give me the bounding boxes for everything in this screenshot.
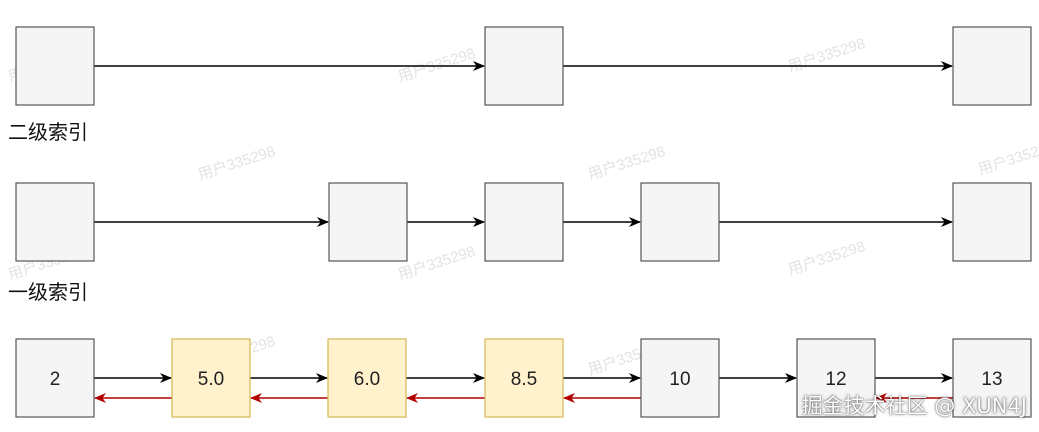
node-box bbox=[796, 338, 876, 418]
watermark-text: 用户335298 bbox=[786, 35, 867, 76]
watermark-text: 用户335298 bbox=[976, 138, 1039, 179]
node-value: 2 bbox=[50, 369, 61, 390]
level2-node bbox=[952, 26, 1032, 106]
node-value: 12 bbox=[825, 369, 846, 390]
level2-node bbox=[15, 26, 95, 106]
list-node: 10 bbox=[640, 338, 720, 418]
list-node-highlighted: 8.5 bbox=[484, 338, 564, 418]
node-value: 8.5 bbox=[511, 369, 537, 390]
level1-index-label: 一级索引 bbox=[8, 280, 88, 304]
node-box bbox=[640, 338, 720, 418]
level2-index-label: 二级索引 bbox=[8, 120, 88, 144]
list-node: 13 bbox=[952, 338, 1032, 418]
node-value: 13 bbox=[981, 369, 1002, 390]
level2-index-row bbox=[15, 26, 1032, 106]
level1-node bbox=[640, 182, 720, 262]
level1-node bbox=[328, 182, 408, 262]
list-node: 12 bbox=[796, 338, 876, 418]
node-value: 10 bbox=[669, 369, 690, 390]
node-value: 5.0 bbox=[198, 369, 224, 390]
base-list-row: 2 5.0 6.0 8.5 10 12 13 bbox=[15, 338, 1032, 418]
watermark-text: 用户335298 bbox=[786, 238, 867, 279]
node-box bbox=[484, 338, 564, 418]
level1-node bbox=[952, 182, 1032, 262]
node-box bbox=[171, 338, 251, 418]
node-box bbox=[952, 338, 1032, 418]
node-value: 6.0 bbox=[354, 369, 380, 390]
watermark-text: 用户335298 bbox=[196, 143, 277, 184]
level1-node bbox=[15, 182, 95, 262]
node-box bbox=[15, 338, 95, 418]
list-node-highlighted: 6.0 bbox=[327, 338, 407, 418]
level2-node bbox=[484, 26, 564, 106]
brand-watermark: 掘金技术社区 @ XUN4J bbox=[801, 394, 1027, 418]
list-node: 2 bbox=[15, 338, 95, 418]
node-box bbox=[327, 338, 407, 418]
list-node-highlighted: 5.0 bbox=[171, 338, 251, 418]
watermark-text: 用户335298 bbox=[396, 243, 477, 284]
level1-index-row bbox=[15, 182, 1032, 262]
watermark-text: 用户335298 bbox=[586, 143, 667, 184]
level1-node bbox=[484, 182, 564, 262]
